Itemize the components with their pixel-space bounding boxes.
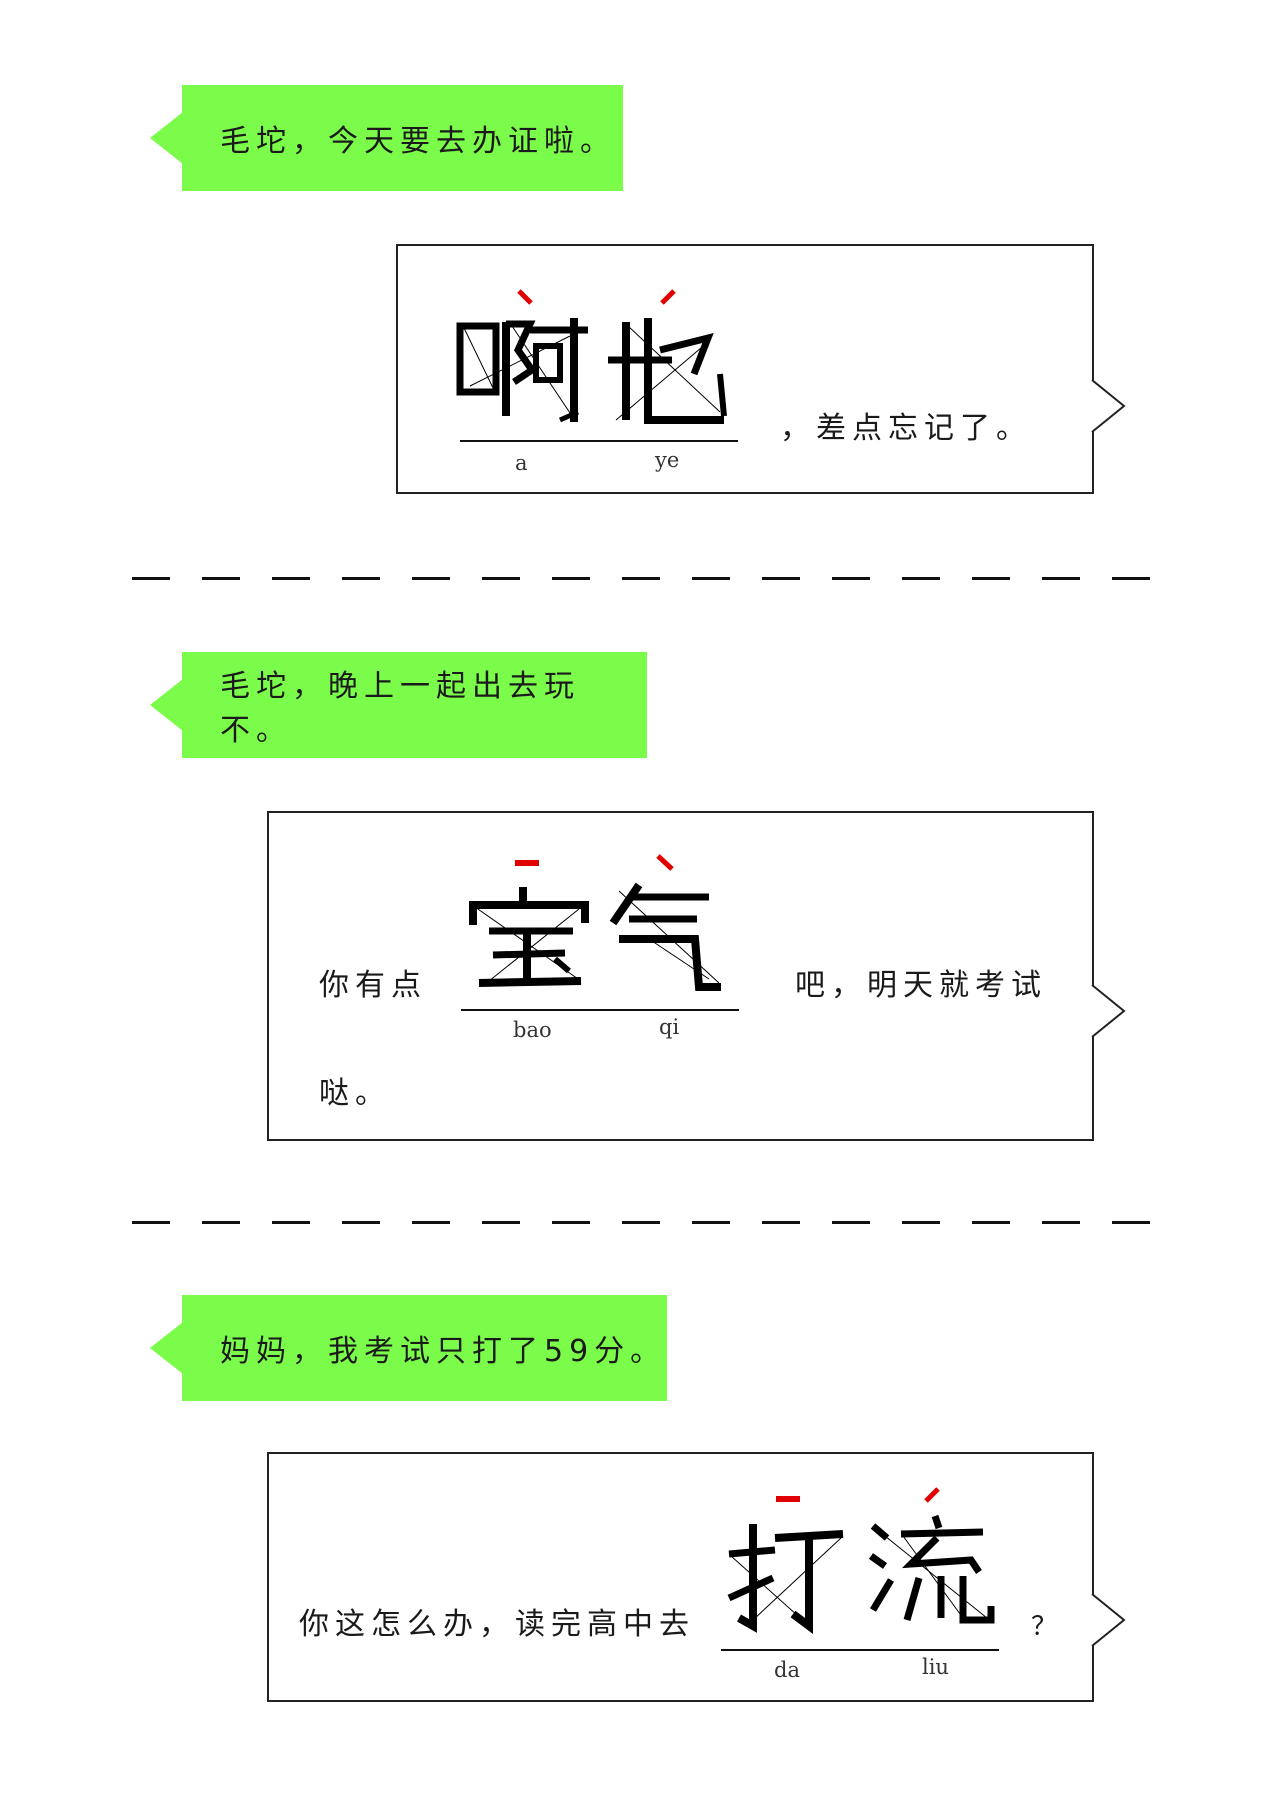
stylized-char-bao [469,887,589,987]
question-bubble-2: 毛坨，晚上一起出去玩不。 [182,652,647,758]
tone-mark-qi [656,854,674,871]
bubble-tail [1090,379,1126,433]
pinyin-bao: bao [513,1018,552,1042]
pinyin-baseline [721,1649,999,1651]
stylized-char-da [727,1524,844,1634]
stylized-char-qi [609,882,721,991]
stylized-char-liu [868,1514,995,1624]
answer-suffix-3: ？ [1031,1612,1064,1642]
pinyin-baseline [461,1009,739,1011]
bubble-tail [1090,1593,1126,1647]
question-text-3: 妈妈，我考试只打了59分。 [220,1334,667,1369]
tone-mark-ye [660,289,676,305]
question-bubble-3: 妈妈，我考试只打了59分。 [182,1295,667,1401]
answer-bubble-3: 你这怎么办，读完高中去 da liu ？ [267,1452,1126,1702]
pinyin-ye: ye [655,448,680,472]
pinyin-a: a [515,451,528,475]
dashed-divider [132,1221,1162,1224]
pinyin-da: da [774,1658,800,1682]
question-bubble-1: 毛坨，今天要去办证啦。 [182,85,623,191]
stylized-char-ye [608,318,727,424]
tone-mark-a [517,289,533,305]
tone-mark-da [776,1496,800,1502]
dashed-divider [132,577,1162,580]
stylized-char-a [456,318,588,423]
pinyin-baseline [460,440,738,442]
pinyin-qi: qi [659,1015,680,1039]
answer-suffix-1: ，差点忘记了。 [780,411,1032,446]
answer-prefix-3: 你这怎么办，读完高中去 [299,1607,695,1642]
question-text-2: 毛坨，晚上一起出去玩不。 [220,669,580,748]
bubble-tail [1090,984,1126,1038]
answer-prefix-2: 你有点 [319,968,427,1003]
answer-bubble-2: 你有点 bao qi 吧，明天就考试 哒。 [267,811,1126,1141]
pinyin-liu: liu [922,1655,949,1679]
question-text-1: 毛坨，今天要去办证啦。 [220,124,616,159]
answer-bubble-1: a ye ，差点忘记了。 [396,244,1126,494]
tone-mark-bao [515,860,539,866]
answer-suffix-2-line1: 吧，明天就考试 [795,968,1047,1003]
answer-suffix-2-line2: 哒。 [319,1076,391,1111]
tone-mark-liu [924,1487,940,1503]
